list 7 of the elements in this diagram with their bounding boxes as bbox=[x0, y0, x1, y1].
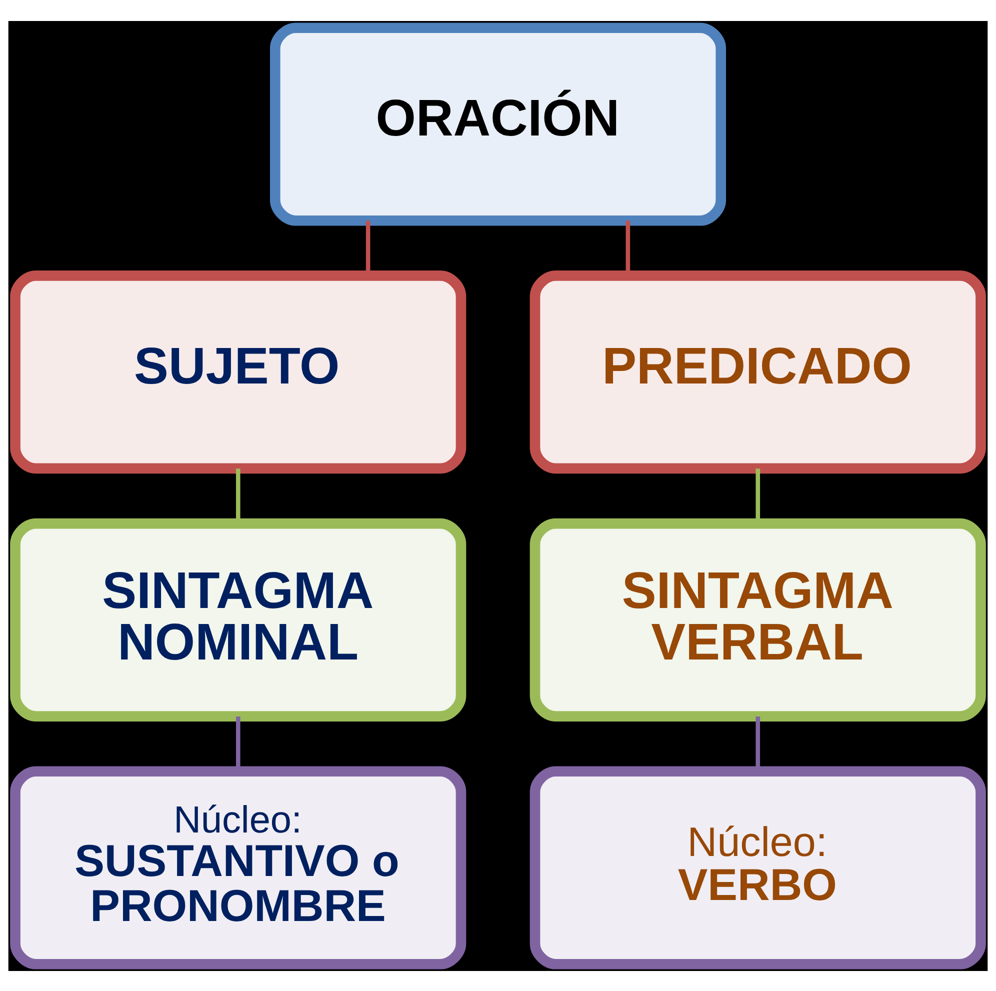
node-box: SINTAGMA VERBAL bbox=[530, 518, 986, 721]
node-box: PREDICADO bbox=[530, 270, 986, 474]
node-box: SINTAGMA NOMINAL bbox=[10, 518, 466, 721]
node-box: ORACIÓN bbox=[270, 22, 726, 226]
node-box: Núcleo: SUSTANTIVO o PRONOMBRE bbox=[10, 766, 466, 969]
node-box: SUJETO bbox=[10, 270, 466, 474]
node-box: Núcleo: VERBO bbox=[530, 766, 986, 969]
